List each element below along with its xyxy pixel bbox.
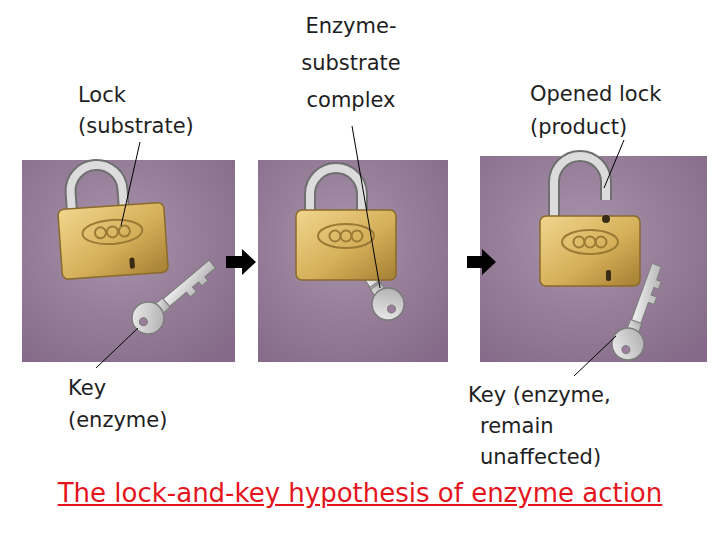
key-blade [163, 260, 219, 311]
key [362, 277, 410, 326]
key-bow [366, 282, 411, 327]
shackle [554, 156, 606, 220]
lock-body [540, 216, 640, 286]
key-blade [632, 263, 668, 325]
emblem [341, 231, 352, 242]
substrate-label: Lock (substrate) [78, 80, 228, 142]
leader-line [96, 328, 138, 368]
product-label: Opened lock (product) [530, 78, 695, 144]
lock-body [296, 210, 396, 280]
emblem [585, 237, 596, 248]
emblem [330, 231, 341, 242]
keyhole [129, 257, 135, 268]
complex-label: Enzyme-substrate complex [285, 8, 417, 119]
step-arrow [467, 249, 496, 275]
shackle [554, 156, 606, 220]
emblem [107, 226, 119, 238]
enzyme-label: Key (enzyme, remain unaffected) [468, 380, 665, 473]
emblem [119, 225, 131, 237]
padlock [55, 160, 169, 279]
lock-body [58, 202, 169, 279]
leader-line [121, 142, 140, 226]
key-hole [138, 316, 149, 327]
key-bow [366, 282, 411, 327]
key [125, 252, 222, 341]
emblem [82, 218, 144, 246]
photo-ground [258, 160, 448, 362]
step-arrow [226, 249, 256, 275]
leader-line [604, 140, 624, 188]
emblem [352, 231, 363, 242]
photo-ground [480, 156, 707, 362]
key-bow [607, 323, 648, 364]
key-hole [386, 303, 397, 314]
padlock [296, 168, 396, 280]
key [607, 260, 671, 365]
leader-line [352, 126, 380, 288]
enzyme-label: Key (enzyme) [68, 372, 193, 436]
key-hole [621, 345, 631, 355]
padlock [540, 156, 640, 286]
emblem [318, 224, 374, 248]
emblem [95, 227, 107, 239]
photo-ground [22, 160, 235, 362]
emblem [574, 237, 585, 248]
diagram-title: The lock-and-key hypothesis of enzyme ac… [8, 476, 712, 510]
emblem [562, 230, 618, 254]
shackle-hole [602, 215, 610, 223]
leader-line [574, 336, 616, 376]
keyhole [606, 270, 611, 281]
emblem [596, 237, 607, 248]
